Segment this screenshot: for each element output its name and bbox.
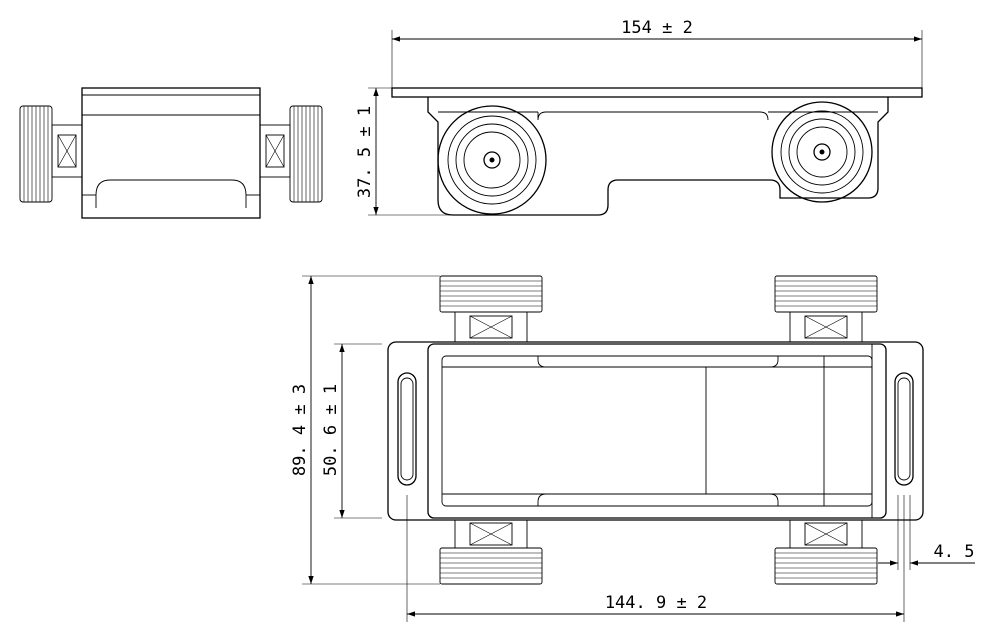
- top-body: [427, 343, 887, 519]
- top-connector-lower-left: [439, 519, 543, 585]
- side-view: [19, 87, 323, 219]
- dim-mount-pitch-label: 144. 9 ± 2: [605, 593, 707, 613]
- left-mount-slot: [397, 372, 417, 486]
- right-mount-slot: [894, 372, 914, 486]
- side-right-connector: [259, 105, 323, 203]
- top-plate: [387, 341, 924, 521]
- dim-slot-width-label: 4. 5: [934, 542, 975, 562]
- top-connector-upper-right: [774, 275, 878, 343]
- top-view: 89. 4 ± 3 50. 6 ± 1 144. 9 ± 2 4. 5: [290, 275, 975, 622]
- top-connector-lower-right: [774, 519, 878, 585]
- dim-overall-width: 89. 4 ± 3: [290, 275, 440, 585]
- front-right-connector: [771, 101, 873, 203]
- dim-overall-width-label: 89. 4 ± 3: [290, 384, 310, 476]
- front-view: 154 ± 2 37. 5 ± 1: [355, 18, 923, 216]
- front-left-connector: [437, 105, 547, 215]
- dim-top-length: 154 ± 2: [391, 18, 923, 88]
- dim-side-height-label: 37. 5 ± 1: [355, 106, 375, 198]
- dim-body-width: 50. 6 ± 1: [321, 343, 382, 519]
- side-body: [81, 87, 261, 219]
- dim-body-width-label: 50. 6 ± 1: [321, 384, 341, 476]
- dim-side-height: 37. 5 ± 1: [355, 87, 460, 216]
- dim-top-length-label: 154 ± 2: [621, 18, 693, 38]
- dim-mount-pitch: 144. 9 ± 2: [406, 495, 905, 622]
- top-connector-upper-left: [439, 275, 543, 343]
- dim-slot-width: 4. 5: [878, 495, 975, 570]
- side-left-connector: [19, 105, 83, 203]
- front-flange: [391, 87, 923, 98]
